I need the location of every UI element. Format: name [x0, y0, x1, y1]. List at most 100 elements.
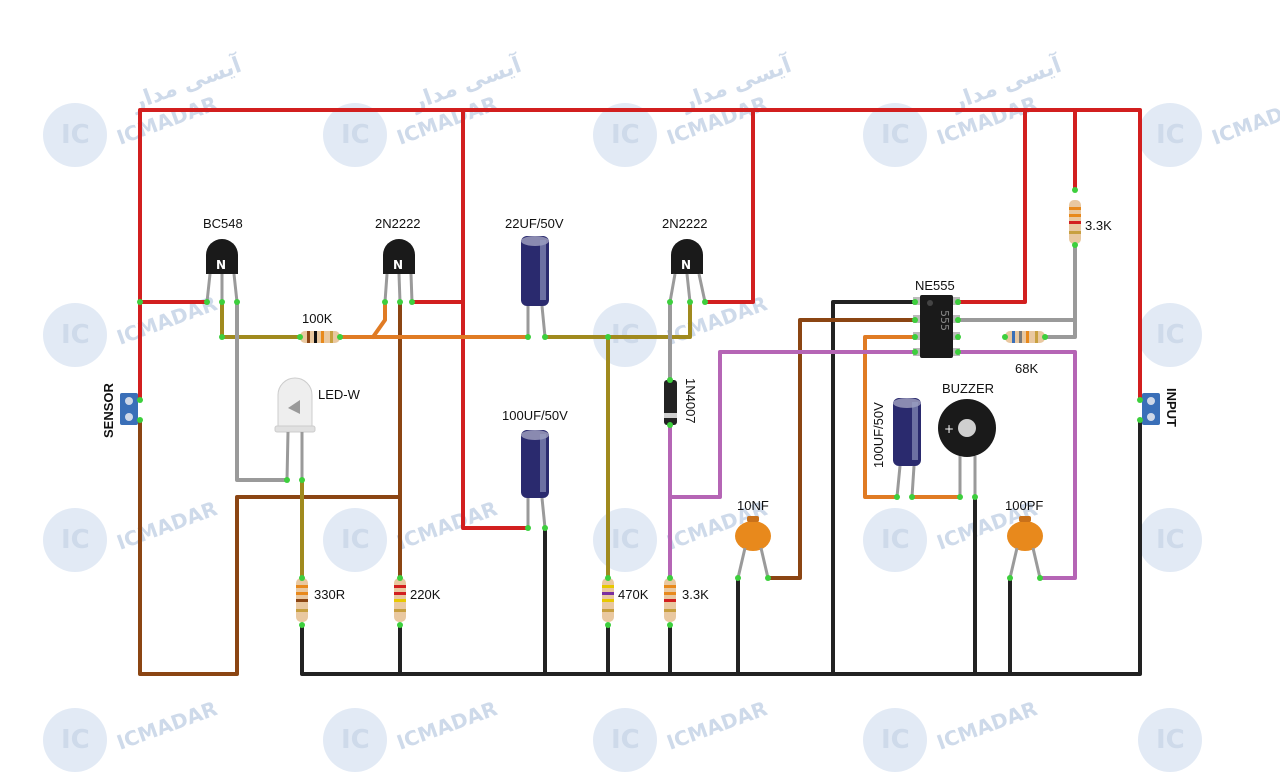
- q1-base-olive-wire: [220, 300, 302, 339]
- c1-label: 22UF/50V: [505, 216, 564, 231]
- svg-text:IC: IC: [341, 725, 370, 755]
- svg-text:IC: IC: [881, 120, 910, 150]
- svg-text:N: N: [216, 258, 226, 272]
- input-terminal: INPUT: [1142, 388, 1179, 427]
- c3-label: 100UF/50V: [871, 402, 886, 468]
- watermark: IC ICMADAR: [1138, 91, 1280, 167]
- svg-text:ICMADAR: ICMADAR: [934, 696, 1041, 754]
- watermark: IC ICMADAR: [323, 696, 500, 772]
- c2-label: 100UF/50V: [502, 408, 568, 423]
- c4-label: 10NF: [737, 498, 769, 513]
- r4-label: 470K: [618, 587, 649, 602]
- r2-label: 330R: [314, 587, 345, 602]
- r3-label: 220K: [410, 587, 441, 602]
- r6-gray-wire: [1043, 243, 1077, 339]
- svg-text:IC: IC: [881, 525, 910, 555]
- capacitor-c5: 100PF: [1005, 498, 1043, 579]
- sensor-brown-wire: [138, 418, 402, 676]
- gnd-rail-wire: [300, 418, 1142, 676]
- gnd-wire-ic1: [831, 300, 917, 676]
- c5-purple-wire: [956, 350, 1077, 580]
- q1-label: BC548: [203, 216, 243, 231]
- svg-text:IC: IC: [611, 525, 640, 555]
- vcc-wire-q2: [461, 108, 530, 530]
- q3-label: 2N2222: [662, 216, 708, 231]
- svg-text:IC: IC: [341, 120, 370, 150]
- sensor-label: SENSOR: [101, 382, 116, 438]
- q2-base-orange-wire: [371, 300, 387, 339]
- svg-text:N: N: [681, 258, 691, 272]
- diode-d1: 1N4007: [664, 378, 698, 425]
- svg-text:IC: IC: [1156, 725, 1185, 755]
- resistor-r7: 68K: [1005, 331, 1045, 376]
- buzzer-label: BUZZER: [942, 381, 994, 396]
- svg-text:IC: IC: [61, 525, 90, 555]
- svg-text:IC: IC: [1156, 320, 1185, 350]
- svg-text:IC: IC: [881, 725, 910, 755]
- svg-text:N: N: [393, 258, 403, 272]
- q3-base-olive-wire: [543, 300, 692, 339]
- resistor-r3: 220K: [394, 578, 441, 622]
- watermark: IC ICMADAR: [43, 496, 220, 572]
- svg-text:ICMADAR: ICMADAR: [394, 496, 501, 554]
- resistor-r4: 470K: [602, 578, 649, 622]
- c3-orange-wire: [863, 335, 917, 499]
- watermark: IC ICMADAR: [593, 696, 770, 772]
- watermark: IC ICMADAR: [43, 696, 220, 772]
- led-label: LED-W: [318, 387, 361, 402]
- input-label: INPUT: [1164, 388, 1179, 427]
- transistor-q3: 2N2222 N: [662, 216, 708, 303]
- svg-text:+: +: [944, 422, 954, 436]
- connection-nodes: [137, 187, 1143, 628]
- svg-text:IC: IC: [61, 320, 90, 350]
- capacitor-c4: 10NF: [735, 498, 771, 579]
- svg-text:IC: IC: [61, 120, 90, 150]
- svg-text:IC: IC: [61, 725, 90, 755]
- vcc-wire-q3: [703, 108, 755, 304]
- svg-text:ICMADAR: ICMADAR: [664, 696, 771, 754]
- ic-purple-wire: [668, 350, 917, 499]
- resistor-r2: 330R: [296, 578, 345, 622]
- transistor-q2: 2N2222 N: [375, 216, 421, 303]
- q1-emitter-gray-wire: [235, 300, 289, 482]
- svg-text:IC: IC: [341, 525, 370, 555]
- svg-text:IC: IC: [1156, 525, 1185, 555]
- r1-label: 100K: [302, 311, 333, 326]
- r7-label: 68K: [1015, 361, 1038, 376]
- c4-ic-brown-wire: [766, 318, 917, 580]
- vcc-wire-ic8: [956, 108, 1027, 304]
- svg-text:IC: IC: [1156, 120, 1185, 150]
- resistor-r5: 3.3K: [664, 578, 709, 622]
- watermark: IC ICMADAR: [323, 496, 500, 572]
- r5-label: 3.3K: [682, 587, 709, 602]
- wires: [138, 108, 1142, 676]
- watermark: IC ICMADAR: [863, 696, 1040, 772]
- ic-ne555: NE555 555: [913, 278, 960, 358]
- watermark: IC: [1138, 508, 1202, 572]
- svg-text:ICMADAR: ICMADAR: [114, 496, 221, 554]
- capacitor-c2: 100UF/50V: [502, 408, 568, 529]
- resistor-r1: 100K: [300, 311, 340, 343]
- svg-text:ICMADAR: ICMADAR: [394, 696, 501, 754]
- led-white: LED-W: [274, 377, 361, 481]
- ic-label: NE555: [915, 278, 955, 293]
- capacitor-c3: 100UF/50V: [871, 398, 921, 498]
- r6-label: 3.3K: [1085, 218, 1112, 233]
- watermarks: IC ICMADAR آیسی مدار IC ICMADAR آیسی مدا…: [43, 50, 1280, 772]
- c5-label: 100PF: [1005, 498, 1043, 513]
- svg-text:555: 555: [938, 310, 951, 331]
- watermark: IC: [1138, 303, 1202, 367]
- svg-text:IC: IC: [611, 120, 640, 150]
- transistor-q1: BC548 N: [203, 216, 243, 303]
- d1-label: 1N4007: [683, 378, 698, 424]
- capacitor-c1: 22UF/50V: [505, 216, 564, 338]
- svg-text:IC: IC: [611, 725, 640, 755]
- sensor-terminal: SENSOR: [101, 382, 138, 438]
- q2-label: 2N2222: [375, 216, 421, 231]
- resistor-r6: 3.3K: [1069, 200, 1112, 244]
- watermark: IC: [1138, 708, 1202, 772]
- svg-text:ICMADAR: ICMADAR: [1209, 91, 1280, 149]
- svg-text:ICMADAR: ICMADAR: [114, 696, 221, 754]
- buzzer: BUZZER +: [938, 381, 996, 497]
